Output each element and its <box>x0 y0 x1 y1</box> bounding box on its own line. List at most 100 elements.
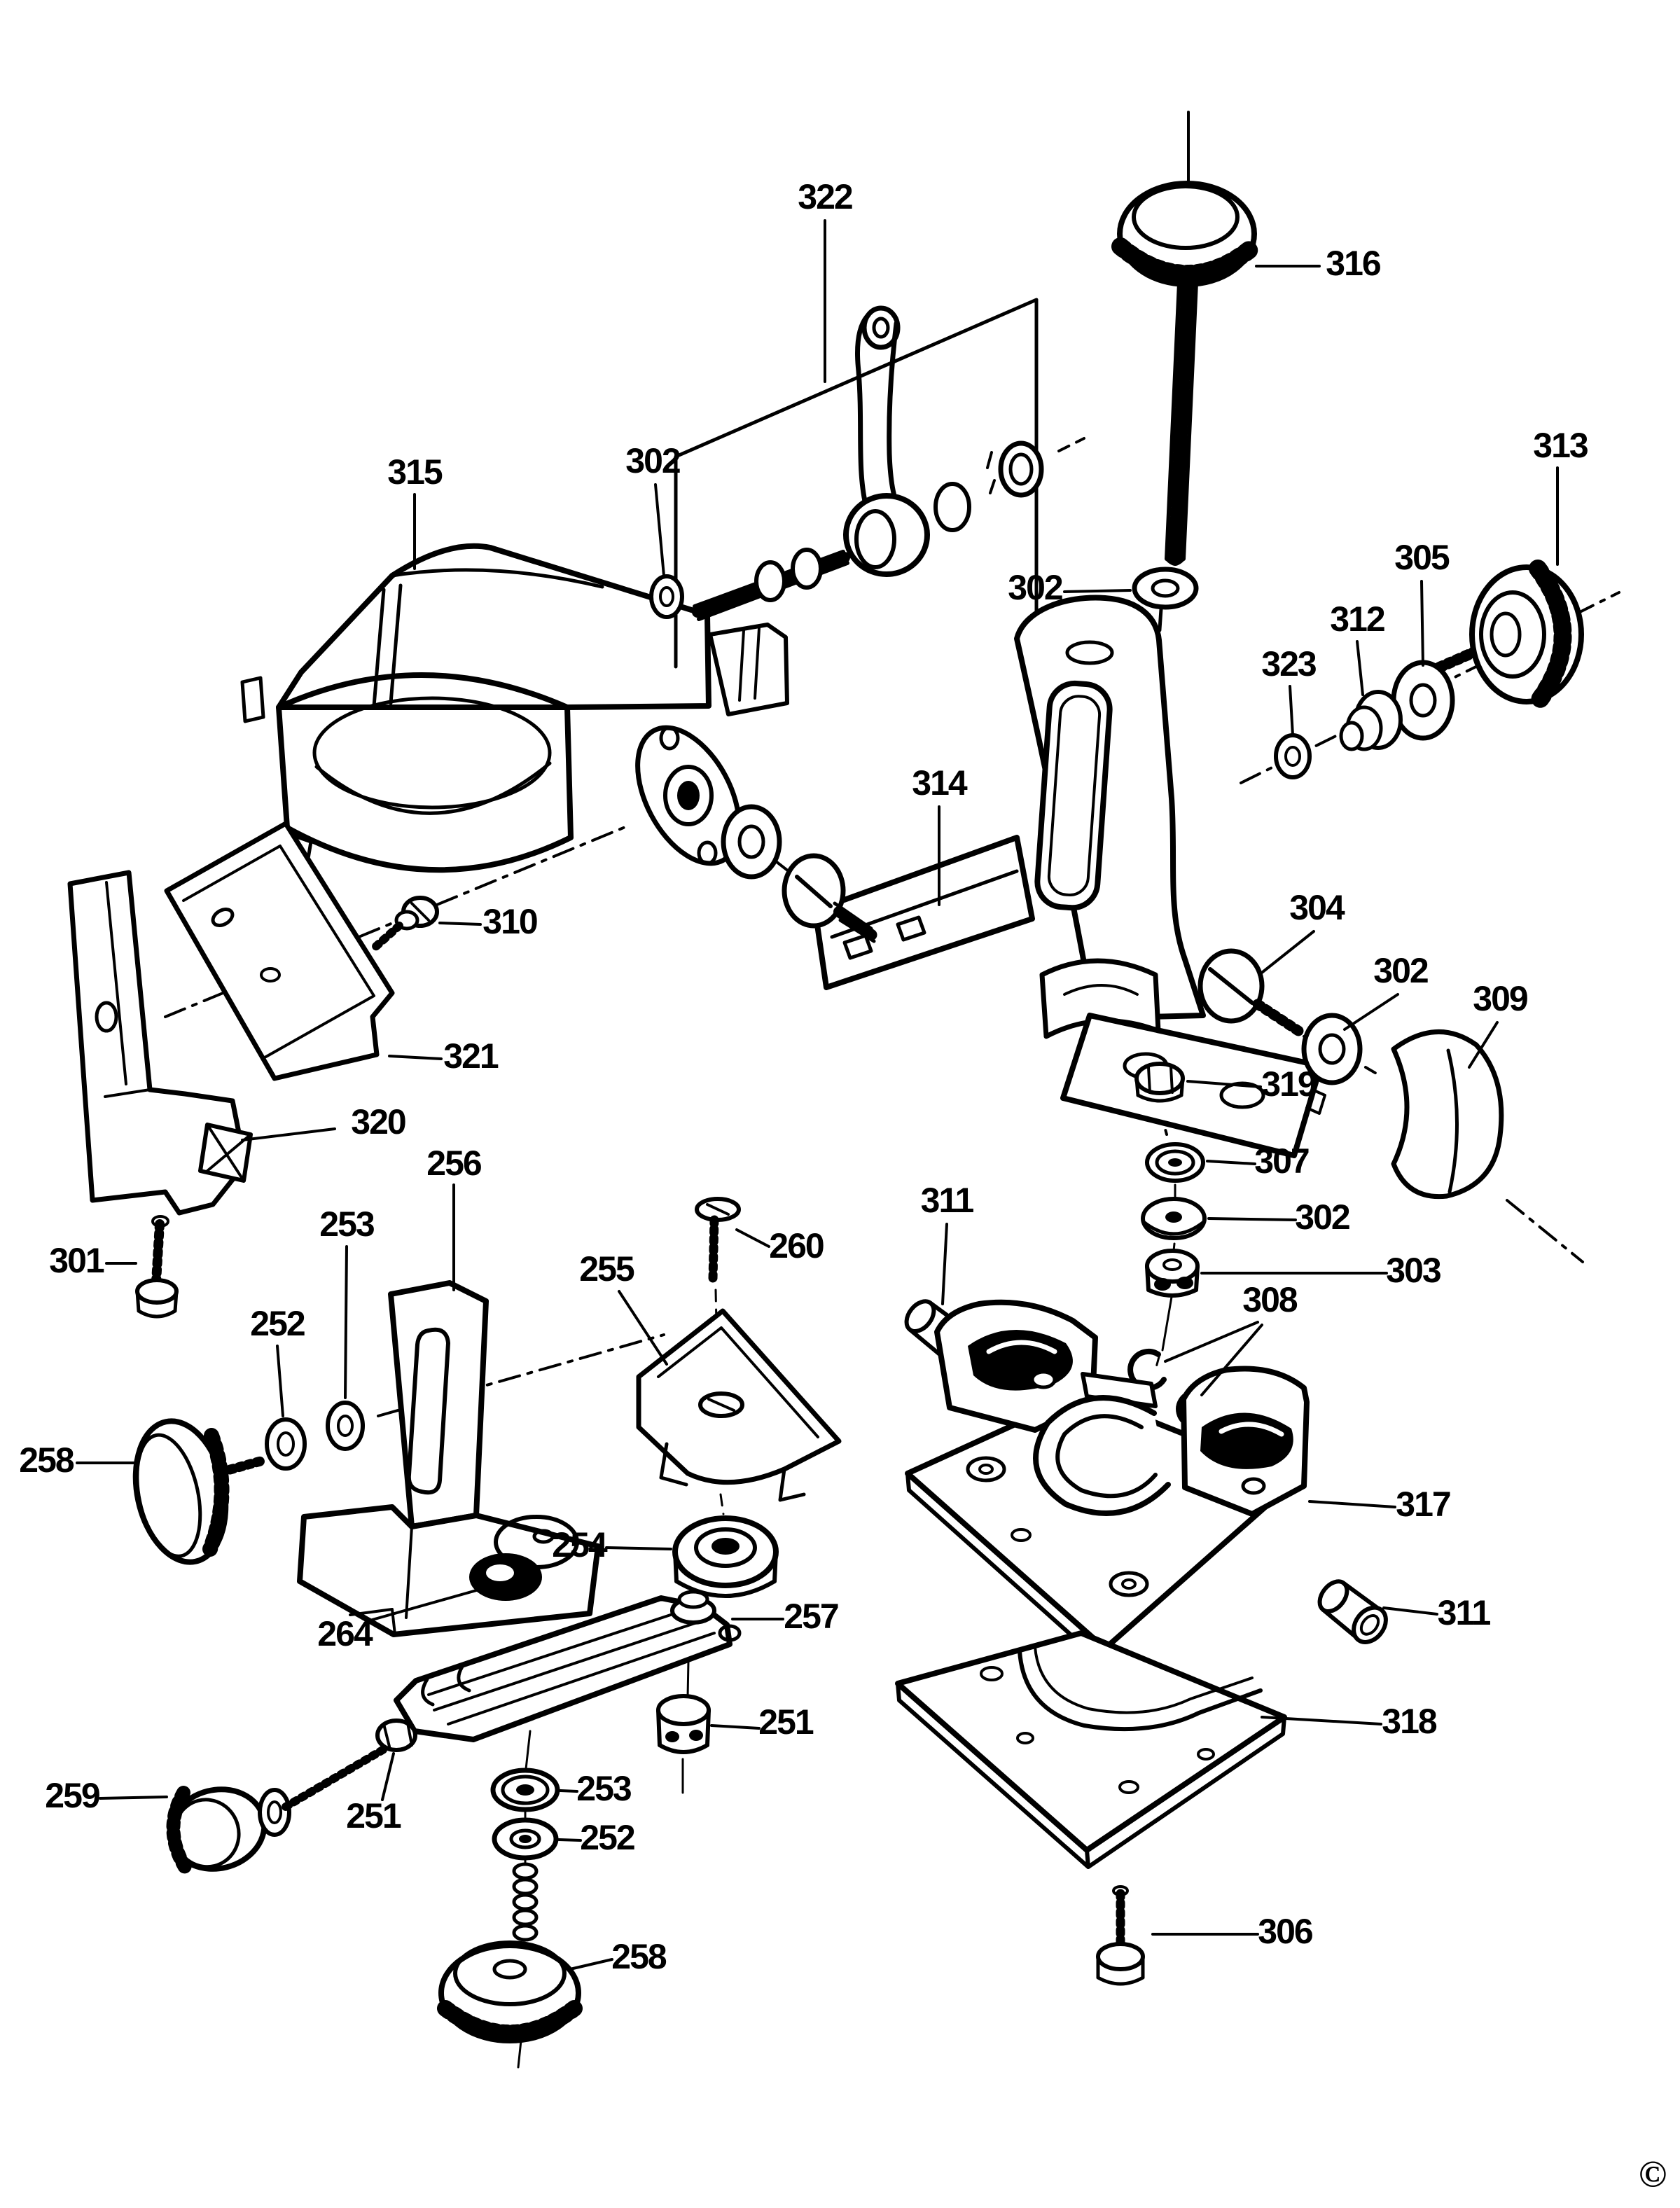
screw-310 <box>370 896 439 952</box>
rod-nut <box>791 548 823 590</box>
leader-line-252-16-0 <box>276 1345 284 1417</box>
leader-line-302-26-0 <box>1207 1217 1297 1221</box>
leader-line-310-10-0 <box>438 922 482 926</box>
leader-line-259-35-0 <box>99 1796 168 1800</box>
leader-line-321-11-0 <box>388 1055 443 1060</box>
callout-322-0: 322 <box>798 177 852 216</box>
callout-312-4: 312 <box>1330 599 1384 639</box>
nut-319 <box>1134 1062 1185 1103</box>
nut-303 <box>1145 1249 1200 1298</box>
depth-stop-bracket-256 <box>297 1280 601 1637</box>
screw-301 <box>135 1215 179 1319</box>
leader-line-251-36-0 <box>381 1752 395 1801</box>
knob-258-bottom <box>437 1940 583 2043</box>
callout-314-9: 314 <box>912 763 968 803</box>
copyright-symbol: © <box>1639 2153 1667 2195</box>
leader-line-320-12-0 <box>241 1127 336 1141</box>
callout-256-14: 256 <box>426 1144 481 1183</box>
callout-308-28: 308 <box>1242 1280 1298 1319</box>
callout-255-17: 255 <box>579 1249 634 1289</box>
callout-306-41: 306 <box>1258 1912 1312 1951</box>
callout-309-23: 309 <box>1473 979 1527 1018</box>
callout-311-20: 311 <box>921 1181 974 1220</box>
leader-line-312-4-0 <box>1356 640 1364 696</box>
callout-316-1: 316 <box>1326 244 1380 283</box>
grommet-264 <box>469 1553 542 1601</box>
leader-line-308-28-1 <box>1200 1324 1263 1396</box>
callout-311-30: 311 <box>1438 1593 1491 1632</box>
callout-302-8: 302 <box>1008 568 1062 607</box>
threaded-stud <box>512 1862 539 1942</box>
leader-line-308-28-0 <box>1164 1321 1259 1363</box>
washer-252-bottom <box>492 1817 559 1861</box>
leader-line-305-3-0 <box>1420 580 1424 667</box>
swivel-bracket-317 <box>905 1299 1310 1667</box>
callout-321-11: 321 <box>443 1036 499 1076</box>
leader-line-304-21-0 <box>1258 930 1315 976</box>
callout-305-3: 305 <box>1394 538 1450 577</box>
clamp-knob-316 <box>1111 111 1263 566</box>
pivot-flange-group <box>635 725 878 943</box>
callout-313-2: 313 <box>1533 426 1588 465</box>
callout-310-10: 310 <box>483 902 537 941</box>
callout-303-27: 303 <box>1386 1251 1441 1290</box>
knob-258-left <box>132 1418 267 1565</box>
leader-line-311-30-0 <box>1382 1606 1438 1616</box>
callout-258-39: 258 <box>611 1937 667 1976</box>
callout-251-36: 251 <box>346 1796 401 1835</box>
washer-305 <box>1391 660 1455 741</box>
callout-319-24: 319 <box>1261 1064 1316 1104</box>
spacer-sleeve <box>933 482 971 532</box>
adjuster-wheel-313 <box>1426 560 1584 709</box>
callout-301-13: 301 <box>49 1241 104 1280</box>
barrel-nut-251-right <box>656 1694 711 1754</box>
leader-line-309-23-0 <box>1468 1021 1499 1069</box>
leader-line-255-17-0 <box>618 1290 668 1366</box>
callout-259-35: 259 <box>45 1776 99 1815</box>
washer-302-stack <box>1141 1197 1207 1240</box>
leader-line-323-5-0 <box>1289 685 1294 737</box>
pad-309 <box>1391 1029 1504 1200</box>
callout-252-38: 252 <box>580 1818 634 1857</box>
ring-323 <box>1274 733 1312 779</box>
screw-304 <box>1197 948 1304 1036</box>
callout-323-5: 323 <box>1261 644 1316 683</box>
leader-line-302-22-0 <box>1343 993 1399 1031</box>
leader-line-317-29-0 <box>1308 1500 1396 1508</box>
callout-315-6: 315 <box>387 452 443 492</box>
callout-253-37: 253 <box>576 1769 631 1808</box>
screw-260 <box>695 1197 741 1284</box>
guide-bracket-320 <box>67 870 253 1216</box>
washer-252-left <box>265 1417 307 1471</box>
callout-264-32: 264 <box>317 1614 373 1653</box>
lock-nut-251-left <box>375 1719 417 1752</box>
callout-320-12: 320 <box>351 1102 405 1141</box>
bearing-254 <box>672 1515 779 1598</box>
collar-housing-315 <box>240 543 789 877</box>
pivot-washer <box>721 804 782 880</box>
callout-258-19: 258 <box>19 1440 74 1480</box>
rod-nut <box>754 560 786 602</box>
leader-line-302-8-0 <box>1063 589 1132 593</box>
callout-307-25: 307 <box>1254 1141 1309 1181</box>
leader-line-318-40-0 <box>1261 1716 1382 1726</box>
callout-252-16: 252 <box>250 1304 305 1343</box>
callout-318-40: 318 <box>1382 1702 1437 1741</box>
cone-312 <box>1339 690 1403 751</box>
washer-307 <box>1145 1142 1205 1183</box>
clamp-bolt <box>998 440 1044 498</box>
callout-254-31: 254 <box>552 1525 608 1564</box>
callout-317-29: 317 <box>1396 1485 1450 1524</box>
callout-253-15: 253 <box>319 1204 374 1244</box>
base-plate-318 <box>895 1630 1287 1869</box>
sub-base-plate-321 <box>164 821 395 1081</box>
lever-assembly-322 <box>649 298 1044 669</box>
callout-304-21: 304 <box>1289 888 1345 927</box>
washer-253-bottom <box>490 1768 560 1812</box>
washer-253-left <box>326 1401 365 1451</box>
washer-302-right <box>1301 1013 1363 1085</box>
leader-line-253-15-0 <box>344 1245 348 1399</box>
leader-line-307-25-0 <box>1206 1160 1256 1165</box>
